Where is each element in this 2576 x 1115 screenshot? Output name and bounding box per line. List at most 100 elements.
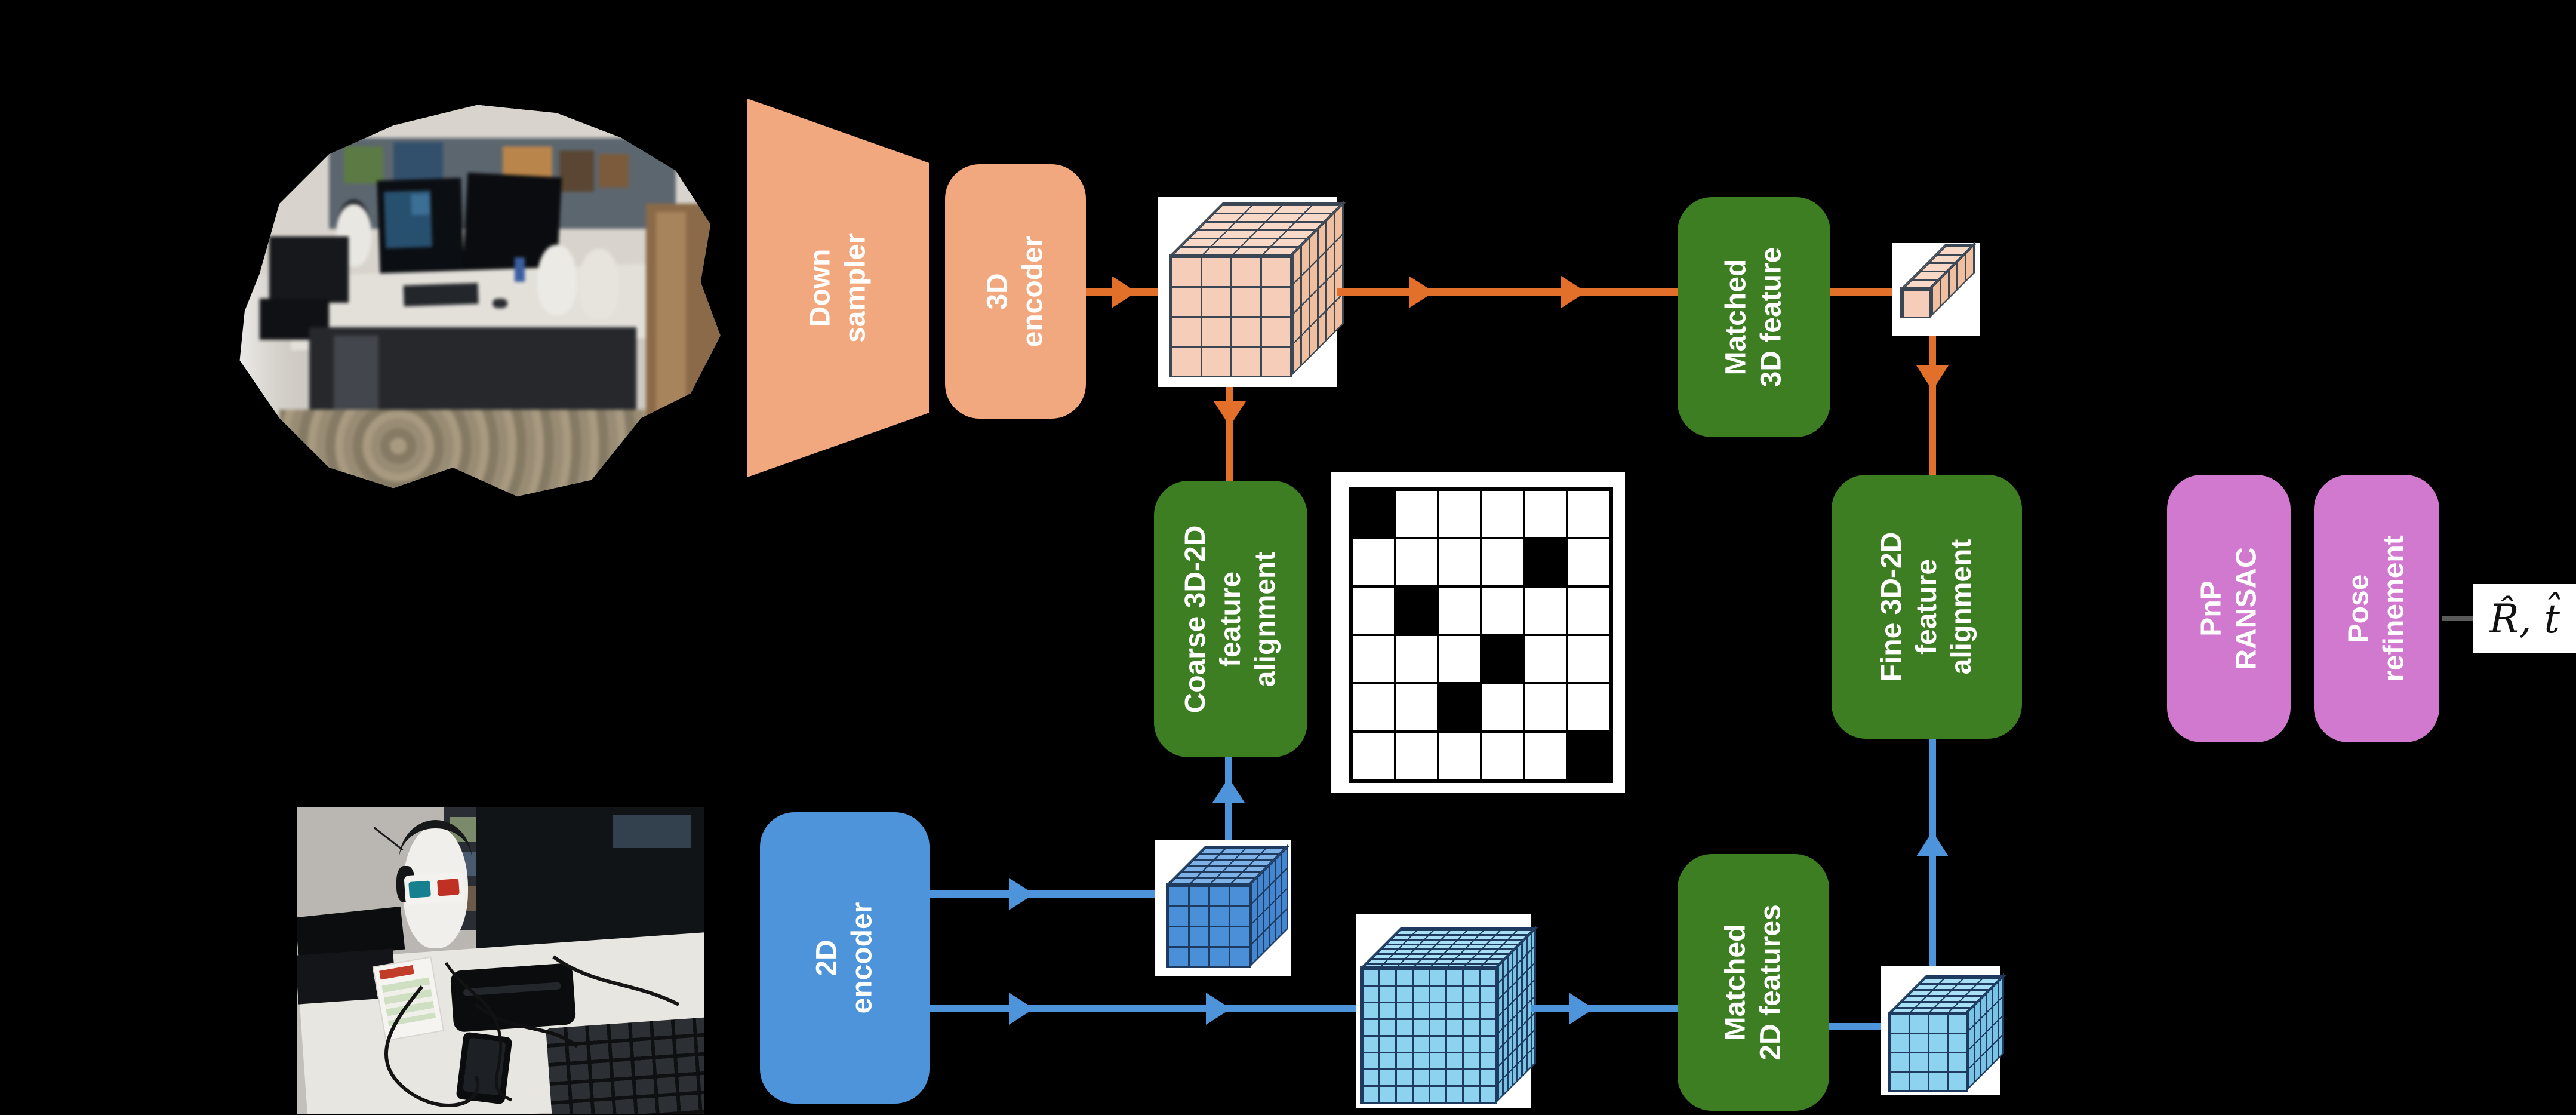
- arrowhead: [1569, 993, 1594, 1025]
- arrowhead: [1206, 993, 1231, 1025]
- output-pose-card: R̂, t̂: [2473, 584, 2576, 653]
- matrix-cell: [1567, 635, 1610, 683]
- label-line: alignment: [1249, 551, 1281, 687]
- label-line: 2D: [811, 939, 843, 976]
- matrix-cell: [1352, 586, 1395, 635]
- keyboard-shape: [402, 282, 478, 306]
- styrofoam-head-1: [537, 245, 577, 315]
- feature-2d-large-icon: [1360, 926, 1538, 1104]
- matrix-cell: [1395, 490, 1438, 538]
- screen-window: [613, 815, 691, 848]
- code-panel-shape: [411, 193, 430, 216]
- label-line: RANSAC: [2230, 547, 2262, 670]
- arrowhead: [1212, 778, 1245, 803]
- coarse-alignment-block: Coarse 3D-2D feature alignment: [1154, 481, 1307, 757]
- matrix-cell: [1524, 683, 1567, 732]
- label-line: feature: [1910, 558, 1943, 655]
- matrix-cell: [1524, 490, 1567, 538]
- matrix-cell: [1438, 732, 1481, 780]
- cables-graphic: [384, 955, 680, 1107]
- label-line: 3D: [981, 273, 1014, 310]
- pnp-ransac-label: PnP RANSAC: [2194, 547, 2264, 669]
- arrowhead: [1916, 365, 1949, 391]
- can-shape: [515, 257, 525, 282]
- pose-refinement-label: Pose refinement: [2341, 535, 2411, 681]
- matrix-cell: [1481, 683, 1524, 732]
- matrix-cell: [1395, 538, 1438, 586]
- arrowhead: [1009, 993, 1034, 1025]
- matrix-cell: [1567, 490, 1610, 538]
- arrowhead: [1561, 276, 1586, 308]
- arrowhead: [1409, 276, 1434, 308]
- matrix-cell: [1524, 586, 1567, 635]
- label-line: Coarse 3D-2D: [1179, 525, 1211, 713]
- scene-3d-mesh-image: [239, 105, 721, 497]
- matched-2d-label: Matched 2D features: [1718, 904, 1788, 1060]
- matrix-cell: [1567, 683, 1610, 732]
- label-line: alignment: [1945, 539, 1977, 675]
- pose-refinement-block: Pose refinement: [2314, 475, 2439, 742]
- matrix-cell: [1352, 490, 1395, 538]
- feature-2d-large-card: [1356, 914, 1538, 1108]
- assignment-matrix-grid: [1349, 487, 1613, 783]
- equipment-left-shape: [269, 236, 349, 303]
- poster-gorilla: [559, 150, 595, 192]
- matrix-cell: [1438, 635, 1481, 683]
- matrix-cell: [1481, 538, 1524, 586]
- matched-3d-vector-card: [1892, 242, 1980, 336]
- matrix-cell: [1481, 490, 1524, 538]
- matrix-cell: [1438, 586, 1481, 635]
- voxel-grid-3d-card: [1158, 197, 1346, 387]
- fine-alignment-block: Fine 3D-2D feature alignment: [1832, 475, 2022, 739]
- fine-alignment-label: Fine 3D-2D feature alignment: [1875, 532, 1980, 682]
- matrix-cell: [1395, 683, 1438, 732]
- label-line: sampler: [839, 232, 871, 343]
- matrix-cell: [1524, 635, 1567, 683]
- label-line: Pose: [2343, 574, 2375, 643]
- down-sampler-label: Down sampler: [803, 233, 873, 343]
- matrix-cell: [1438, 490, 1481, 538]
- voxel-grid-3d-icon: [1169, 201, 1346, 377]
- matrix-cell: [1395, 586, 1438, 635]
- assignment-matrix-card: [1331, 472, 1625, 793]
- arrowhead: [1916, 831, 1949, 856]
- feature-2d-small-card: [1155, 840, 1291, 976]
- encoder-3d-label: 3D encoder: [980, 236, 1050, 348]
- matrix-cell: [1352, 538, 1395, 586]
- matched-3d-feature-block: Matched 3D feature: [1678, 197, 1830, 437]
- matched-2d-features-block: Matched 2D features: [1678, 854, 1829, 1111]
- poster-small: [599, 154, 629, 188]
- matrix-cell: [1567, 538, 1610, 586]
- arrow-pose-to-output: [2442, 616, 2473, 621]
- matrix-cell: [1481, 732, 1524, 780]
- floor-shape: [279, 410, 676, 497]
- label-line: Fine 3D-2D: [1875, 532, 1907, 682]
- matrix-cell: [1524, 538, 1567, 586]
- matched-3d-vector-icon: [1900, 242, 1977, 318]
- matrix-cell: [1352, 683, 1395, 732]
- matrix-cell: [1438, 538, 1481, 586]
- arrow-voxel-to-matched3d: [1337, 288, 1678, 296]
- arrowhead: [1112, 276, 1137, 308]
- label-line: feature: [1214, 571, 1247, 667]
- matrix-cell: [1438, 683, 1481, 732]
- matrix-cell: [1481, 635, 1524, 683]
- monitor-left-shape: [377, 177, 464, 275]
- arrow-matched3d-to-vector: [1830, 288, 1892, 296]
- label-line: refinement: [2378, 535, 2409, 682]
- label-line: encoder: [1017, 235, 1048, 348]
- label-line: encoder: [846, 902, 878, 1014]
- poster-photos: [393, 142, 443, 183]
- encoder-2d-block: 2D encoder: [760, 812, 930, 1104]
- pnp-ransac-block: PnP RANSAC: [2167, 475, 2291, 742]
- query-photo-image: [297, 807, 704, 1114]
- styrofoam-head-2: [579, 249, 619, 320]
- cardboard-highlight: [655, 212, 686, 426]
- arrowhead: [1214, 401, 1246, 426]
- down-sampler-block: Down sampler: [747, 99, 929, 477]
- matrix-cell: [1395, 635, 1438, 683]
- matrix-cell: [1567, 586, 1610, 635]
- arrow-2denc-to-large: [930, 1005, 1356, 1012]
- output-pose-label: R̂, t̂: [2489, 595, 2560, 642]
